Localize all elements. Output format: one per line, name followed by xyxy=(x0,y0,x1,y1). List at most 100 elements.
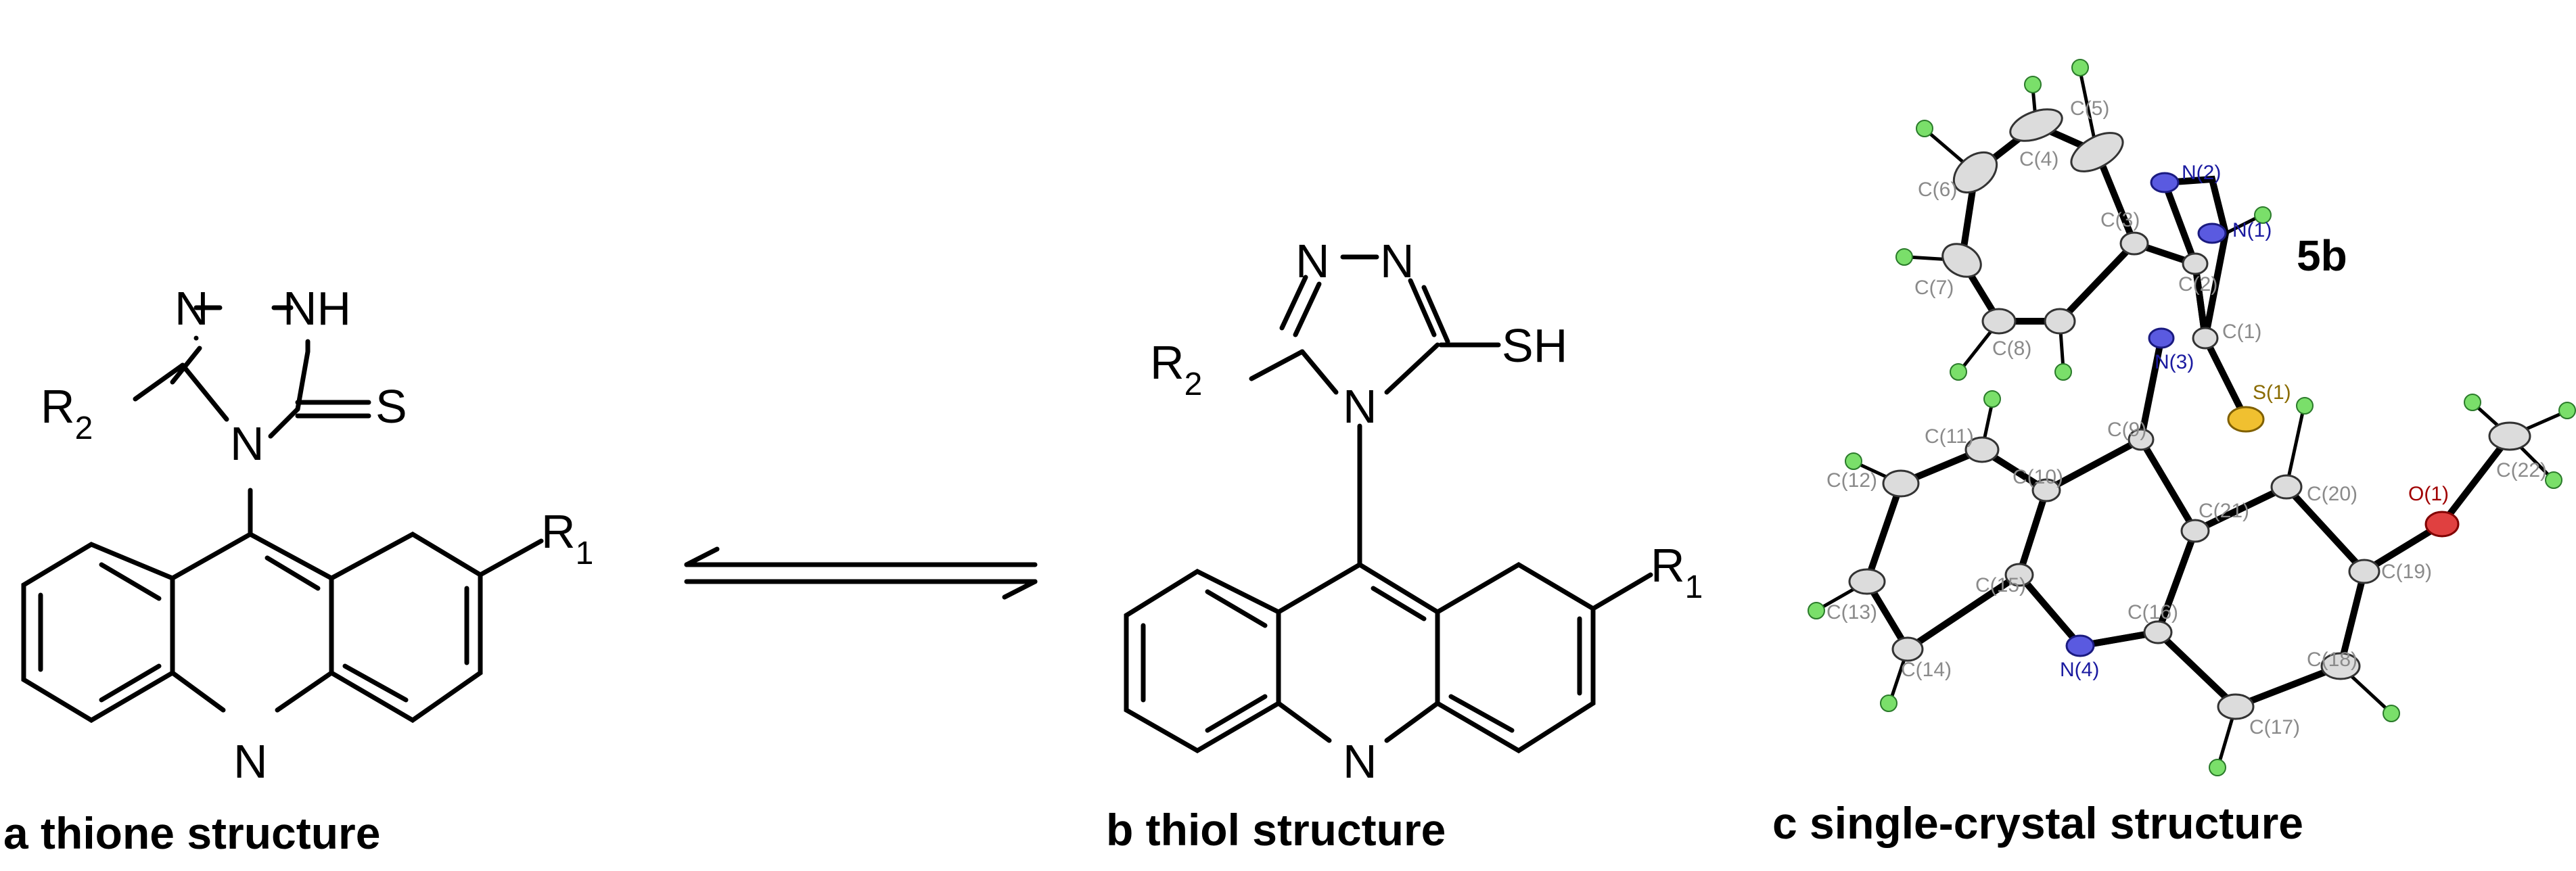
atom-c20-ellipsoid xyxy=(2270,474,2303,500)
atom-c4-ellipsoid xyxy=(2009,108,2063,142)
panel-b-atom-n-right: N xyxy=(1380,235,1414,287)
panel-a-atom-n-top: N xyxy=(175,282,209,335)
panel-a-atom-n-bottom: N xyxy=(230,417,264,470)
panel-a-thione-structure: N NH N S N R1 R2 a thione structure xyxy=(3,282,593,858)
panel-c-single-crystal-structure: C(5) C(4) C(6) C(7) C(8) C(3) C(2) C(1) … xyxy=(1772,59,2576,848)
label-o1: O(1) xyxy=(2408,483,2449,505)
label-c12: C(12) xyxy=(1826,469,1877,492)
panel-a-atom-s: S xyxy=(375,380,407,433)
equilibrium-arrows xyxy=(684,546,1038,600)
atom-c11-ellipsoid xyxy=(1964,436,2000,463)
atom-o1-ellipsoid xyxy=(2424,511,2460,538)
hydrogen-atom xyxy=(1808,602,1825,619)
label-c14: C(14) xyxy=(1901,659,1952,681)
label-s1: S(1) xyxy=(2253,381,2291,404)
panel-a-caption: a thione structure xyxy=(3,808,380,858)
hydrogen-atom xyxy=(2054,363,2072,381)
panel-a-atom-r2: R2 xyxy=(41,380,93,446)
panel-b-atom-r2: R2 xyxy=(1150,336,1202,402)
atom-c3-ring-ellipsoid xyxy=(2044,308,2076,335)
panel-a-atom-labels: N NH N S N R1 R2 xyxy=(41,282,593,788)
hydrogen-atom xyxy=(2071,59,2089,76)
atom-c16-ellipsoid xyxy=(2143,620,2173,644)
panel-b-atom-labels: N N N SH N R1 R2 xyxy=(1150,235,1703,788)
panel-a-atom-r1: R1 xyxy=(541,505,593,571)
label-c15: C(15) xyxy=(1975,574,2026,596)
label-c16: C(16) xyxy=(2128,601,2178,623)
panel-b-atom-n-bottom: N xyxy=(1343,380,1377,433)
atom-c3-ellipsoid xyxy=(2119,231,2149,256)
atom-c22-ellipsoid xyxy=(2488,421,2531,451)
label-c20: C(20) xyxy=(2307,483,2358,505)
compound-label-5b: 5b xyxy=(2297,231,2347,280)
atom-n1-ellipsoid xyxy=(2197,222,2227,244)
atom-c6-ellipsoid xyxy=(1952,151,1998,194)
atom-c15-ellipsoid xyxy=(2004,563,2034,587)
label-c10: C(10) xyxy=(2013,466,2063,488)
atom-c19-ellipsoid xyxy=(2348,559,2380,584)
panel-b-atom-n-ring: N xyxy=(1343,735,1377,788)
hydrogen-atom xyxy=(2558,402,2576,419)
label-c17: C(17) xyxy=(2249,716,2300,738)
label-n3: N(3) xyxy=(2155,351,2194,373)
panel-c-atom-labels: C(5) C(4) C(6) C(7) C(8) C(3) C(2) C(1) … xyxy=(1826,97,2547,738)
hydrogen-atom xyxy=(1950,363,1967,381)
atom-n4-ellipsoid xyxy=(2065,634,2095,657)
label-n1: N(1) xyxy=(2232,219,2272,241)
panel-b-thiol-structure: N N N SH N R1 R2 b thiol structure xyxy=(1106,235,1703,855)
atom-c18-ellipsoid xyxy=(2320,652,2361,680)
panel-b-atom-n-left: N xyxy=(1295,235,1330,287)
label-n4: N(4) xyxy=(2060,659,2099,681)
hydrogen-atom xyxy=(2383,705,2400,722)
hydrogen-atom xyxy=(1916,120,1933,137)
hydrogen-atom xyxy=(2254,206,2272,224)
panel-b-atom-sh: SH xyxy=(1502,319,1567,372)
label-c18: C(18) xyxy=(2307,649,2358,671)
hydrogen-atom xyxy=(1895,248,1913,266)
atom-n3-ellipsoid xyxy=(2148,327,2175,349)
panel-c-thermal-ellipsoids xyxy=(1848,108,2531,720)
hydrogen-atom xyxy=(2464,394,2481,411)
label-c3: C(3) xyxy=(2100,209,2140,231)
label-c5: C(5) xyxy=(2070,97,2109,120)
panel-c-caption: c single-crystal structure xyxy=(1772,798,2303,848)
atom-c14-ellipsoid xyxy=(1891,636,1924,662)
hydrogen-atom xyxy=(2296,397,2314,415)
hydrogen-atom xyxy=(2545,471,2562,489)
label-c1: C(1) xyxy=(2222,321,2261,343)
panel-c-bonds xyxy=(1863,121,2513,711)
label-c8: C(8) xyxy=(1992,337,2031,360)
atom-c7-ellipsoid xyxy=(1941,243,1982,278)
atom-s1-ellipsoid xyxy=(2227,406,2265,433)
atom-c8-ellipsoid xyxy=(1981,308,2017,335)
panel-b-caption: b thiol structure xyxy=(1106,805,1446,855)
label-c13: C(13) xyxy=(1826,601,1877,623)
atom-c10-ellipsoid xyxy=(2031,478,2061,502)
panel-b-bonds xyxy=(1124,254,1653,754)
hydrogen-atom xyxy=(1845,452,1862,470)
panel-a-bonds xyxy=(21,305,544,724)
panel-a-atom-n-ring: N xyxy=(233,735,268,788)
atom-c12-ellipsoid xyxy=(1882,469,1920,498)
label-c19: C(19) xyxy=(2381,561,2432,583)
atom-c1-ellipsoid xyxy=(2192,327,2219,350)
label-c6: C(6) xyxy=(1918,179,1957,201)
label-c22: C(22) xyxy=(2496,459,2547,481)
atom-c5-ellipsoid xyxy=(2070,132,2124,172)
atom-c17-ellipsoid xyxy=(2217,693,2255,720)
label-c9: C(9) xyxy=(2107,419,2146,441)
label-c4: C(4) xyxy=(2019,148,2058,170)
atom-n2-ellipsoid xyxy=(2150,172,2180,193)
atom-c9-ellipsoid xyxy=(2128,428,2155,451)
hydrogen-atom xyxy=(2024,76,2042,93)
hydrogen-atom xyxy=(2209,759,2226,776)
label-c7: C(7) xyxy=(1914,277,1954,299)
atom-c13-ellipsoid xyxy=(1848,568,1886,595)
panel-a-atom-nh: NH xyxy=(283,282,351,335)
label-n2: N(2) xyxy=(2182,162,2221,184)
hydrogen-atom xyxy=(1880,695,1898,712)
panel-b-atom-r1: R1 xyxy=(1651,539,1703,605)
panel-c-hydrogen-atoms xyxy=(1808,59,2576,776)
